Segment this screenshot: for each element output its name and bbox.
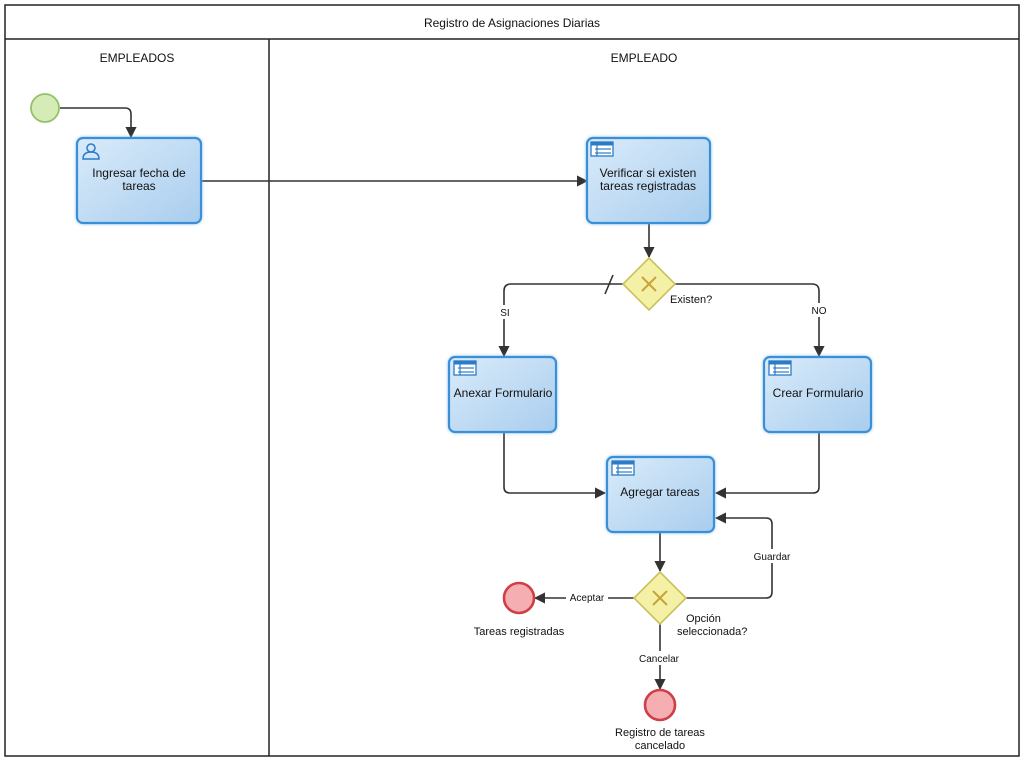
flow-si[interactable] [498,283,623,358]
flow-label-no: NO [812,306,827,317]
flow-crear-to-agregar[interactable] [714,432,820,499]
service-task-icon [768,360,792,376]
task-crear-formulario[interactable]: Crear Formulario [762,355,873,434]
flow-label-guardar: Guardar [754,552,791,563]
task-crear-label: Crear Formulario [773,386,864,400]
task-anexar-box[interactable] [447,355,558,434]
task-agregar-box[interactable] [605,455,716,534]
task-ingresar-box[interactable] [75,136,203,225]
end-event-registradas[interactable]: Tareas registradas [474,581,565,638]
exclusive-gateway-x-icon [641,276,657,292]
flow-anexar-to-agregar[interactable] [503,432,607,499]
flow-label-aceptar: Aceptar [570,593,605,604]
lane-title-empleados: EMPLEADOS [100,51,175,65]
end-event-cancelado[interactable]: Registro de tareas cancelado [615,688,705,752]
lane-title-empleado: EMPLEADO [611,51,678,65]
flow-start-to-ingresar[interactable] [60,107,137,139]
user-task-icon [82,143,100,160]
gateway-opcion-label-line1: Opción [686,613,721,625]
aceptar-label-bg [566,590,608,604]
end-event-cancelado-label-line2: cancelado [635,740,685,752]
gateway-existen[interactable]: Existen? [621,256,712,312]
task-agregar-tareas[interactable]: Agregar tareas [605,455,716,534]
end-event-cancelado-label-line1: Registro de tareas [615,727,705,739]
gateway-opcion-label-line2: seleccionada? [677,626,747,638]
si-label-bg [497,305,513,319]
task-verificar-label-line2: tareas registradas [600,179,696,193]
flow-label-cancelar: Cancelar [639,654,680,665]
cancelar-label-bg [634,651,684,665]
default-flow-marker [604,274,614,295]
task-ingresar-label-line1: Ingresar fecha de [92,166,186,180]
start-event-circle[interactable] [30,93,60,123]
gateway-opcion[interactable]: Opción seleccionada? [632,570,747,638]
service-task-icon [590,141,614,157]
end-event-cancelado-circle[interactable] [643,688,677,722]
task-anexar-label: Anexar Formulario [454,386,553,400]
end-event-registradas-label: Tareas registradas [474,626,565,638]
task-anexar-formulario[interactable]: Anexar Formulario [447,355,558,434]
lanes: EMPLEADOS EMPLEADO [100,39,678,756]
flow-label-si: SI [500,308,509,319]
task-ingresar-fecha[interactable]: Ingresar fecha de tareas [75,136,203,225]
start-event[interactable] [30,93,60,123]
end-event-registradas-circle[interactable] [502,581,536,615]
pool-title: Registro de Asignaciones Diarias [424,16,600,30]
task-ingresar-label-line2: tareas [122,179,155,193]
task-verificar-box[interactable] [585,136,712,225]
gateway-existen-label: Existen? [670,294,712,306]
task-crear-box[interactable] [762,355,873,434]
service-task-icon [611,460,635,476]
exclusive-gateway-x-icon [652,590,668,606]
task-verificar[interactable]: Verificar si existen tareas registradas [585,136,712,225]
service-task-icon [453,360,477,376]
flow-labels: SI NO Guardar Aceptar Cancelar [497,303,829,665]
no-label-bg [809,303,829,317]
task-verificar-label-line1: Verificar si existen [600,166,697,180]
task-agregar-label: Agregar tareas [620,485,699,499]
guardar-label-bg [750,549,794,563]
flow-no[interactable] [675,283,825,358]
